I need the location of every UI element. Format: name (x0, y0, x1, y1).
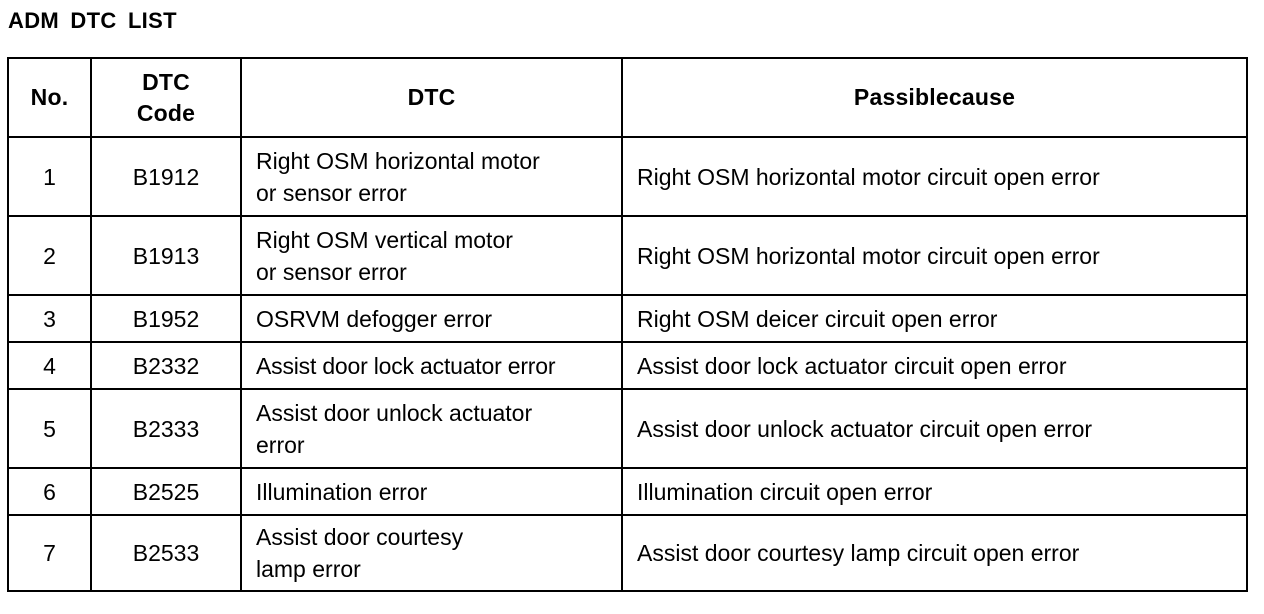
row-possible-cause: Assist door unlock actuator circuit open… (621, 388, 1248, 469)
row-dtc: Assist door courtesy lamp error (240, 514, 623, 592)
row-no: 5 (7, 388, 92, 469)
table-row: 3 B1952 OSRVM defogger error Right OSM d… (7, 294, 1248, 343)
header-dtc-code: DTC Code (90, 57, 242, 138)
row-no: 4 (7, 341, 92, 390)
header-no: No. (7, 57, 92, 138)
row-possible-cause: Right OSM horizontal motor circuit open … (621, 136, 1248, 217)
row-possible-cause: Assist door lock actuator circuit open e… (621, 341, 1248, 390)
row-no: 2 (7, 215, 92, 296)
table-row: 5 B2333 Assist door unlock actuator erro… (7, 388, 1248, 469)
row-dtc-code: B2332 (90, 341, 242, 390)
row-dtc-code: B1952 (90, 294, 242, 343)
row-dtc: Assist door unlock actuator error (240, 388, 623, 469)
row-possible-cause: Illumination circuit open error (621, 467, 1248, 516)
row-dtc-code: B2333 (90, 388, 242, 469)
page-title: ADM DTC LIST (8, 8, 177, 33)
row-no: 7 (7, 514, 92, 592)
row-dtc: Right OSM horizontal motor or sensor err… (240, 136, 623, 217)
row-possible-cause: Right OSM horizontal motor circuit open … (621, 215, 1248, 296)
header-dtc: DTC (240, 57, 623, 138)
table-row: 1 B1912 Right OSM horizontal motor or se… (7, 136, 1248, 217)
row-dtc-code: B2533 (90, 514, 242, 592)
row-dtc: Right OSM vertical motor or sensor error (240, 215, 623, 296)
row-no: 3 (7, 294, 92, 343)
table-header-row: No. DTC Code DTC Passiblecause (7, 57, 1248, 138)
row-dtc: Illumination error (240, 467, 623, 516)
row-dtc-code: B1912 (90, 136, 242, 217)
row-dtc: OSRVM defogger error (240, 294, 623, 343)
row-possible-cause: Right OSM deicer circuit open error (621, 294, 1248, 343)
row-possible-cause: Assist door courtesy lamp circuit open e… (621, 514, 1248, 592)
table-row: 2 B1913 Right OSM vertical motor or sens… (7, 215, 1248, 296)
row-no: 1 (7, 136, 92, 217)
dtc-table: No. DTC Code DTC Passiblecause 1 B1912 R… (7, 57, 1248, 592)
row-dtc-code: B2525 (90, 467, 242, 516)
row-no: 6 (7, 467, 92, 516)
table-row: 6 B2525 Illumination error Illumination … (7, 467, 1248, 516)
row-dtc: Assist door lock actuator error (240, 341, 623, 390)
row-dtc-code: B1913 (90, 215, 242, 296)
table-row: 4 B2332 Assist door lock actuator error … (7, 341, 1248, 390)
table-row: 7 B2533 Assist door courtesy lamp error … (7, 514, 1248, 592)
header-possible-cause: Passiblecause (621, 57, 1248, 138)
